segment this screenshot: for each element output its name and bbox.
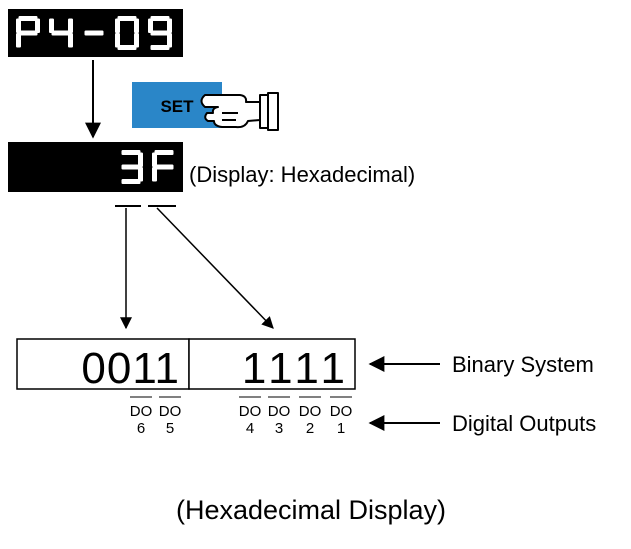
display-segment xyxy=(121,164,141,170)
display-segment xyxy=(16,18,21,33)
output-prefix: DO xyxy=(239,403,262,420)
display-segment xyxy=(68,18,73,33)
display-segment xyxy=(134,18,139,33)
output-prefix: DO xyxy=(159,403,182,420)
display-segment xyxy=(148,18,153,33)
low-digit-arrow xyxy=(156,207,274,329)
parameter-display-digits xyxy=(16,16,172,50)
display-segment xyxy=(35,18,40,33)
binary-box: 0011 1111 xyxy=(16,338,356,393)
output-prefix: DO xyxy=(268,403,291,420)
display-segment xyxy=(152,167,157,182)
display-segment xyxy=(117,45,137,50)
display-segment xyxy=(152,152,157,167)
display-segment xyxy=(84,30,104,36)
display-segment xyxy=(138,152,143,167)
display-segment xyxy=(18,16,38,21)
value-display-digits xyxy=(121,150,174,184)
display-segment xyxy=(150,16,170,21)
display-segment xyxy=(49,18,54,33)
display-segment xyxy=(167,33,172,48)
display-segment xyxy=(154,150,174,155)
parameter-display xyxy=(8,9,183,57)
binary-system-label: Binary System xyxy=(452,352,594,377)
footer-caption: (Hexadecimal Display) xyxy=(176,495,446,525)
output-number: 3 xyxy=(275,420,283,437)
output-number: 2 xyxy=(306,420,314,437)
value-display xyxy=(8,142,183,192)
display-segment xyxy=(138,167,143,182)
display-segment xyxy=(51,30,71,36)
binary-high-nibble: 0011 xyxy=(81,344,180,393)
binary-low-nibble-box xyxy=(188,338,356,390)
display-segment xyxy=(68,33,73,48)
output-prefix: DO xyxy=(330,403,353,420)
display-segment xyxy=(154,164,174,170)
display-segment xyxy=(115,33,120,48)
display-segment xyxy=(16,33,21,48)
display-segment xyxy=(150,45,170,50)
display-segment xyxy=(167,18,172,33)
output-number: 5 xyxy=(166,420,174,437)
binary-high-nibble-box xyxy=(16,338,190,390)
output-prefix: DO xyxy=(299,403,322,420)
display-segment xyxy=(117,16,137,21)
display-segment xyxy=(150,30,170,36)
output-number: 1 xyxy=(337,420,345,437)
display-segment xyxy=(121,179,141,184)
display-mode-caption: (Display: Hexadecimal) xyxy=(189,162,415,187)
display-segment xyxy=(134,33,139,48)
binary-low-nibble: 1111 xyxy=(242,344,350,393)
set-button-label: SET xyxy=(160,97,194,116)
pointing-hand-icon xyxy=(200,92,279,131)
display-segment xyxy=(121,150,141,155)
output-prefix: DO xyxy=(130,403,153,420)
output-number: 6 xyxy=(137,420,145,437)
output-number: 4 xyxy=(246,420,254,437)
display-segment xyxy=(18,30,38,36)
digital-outputs-label: Digital Outputs xyxy=(452,411,596,436)
display-segment xyxy=(115,18,120,33)
